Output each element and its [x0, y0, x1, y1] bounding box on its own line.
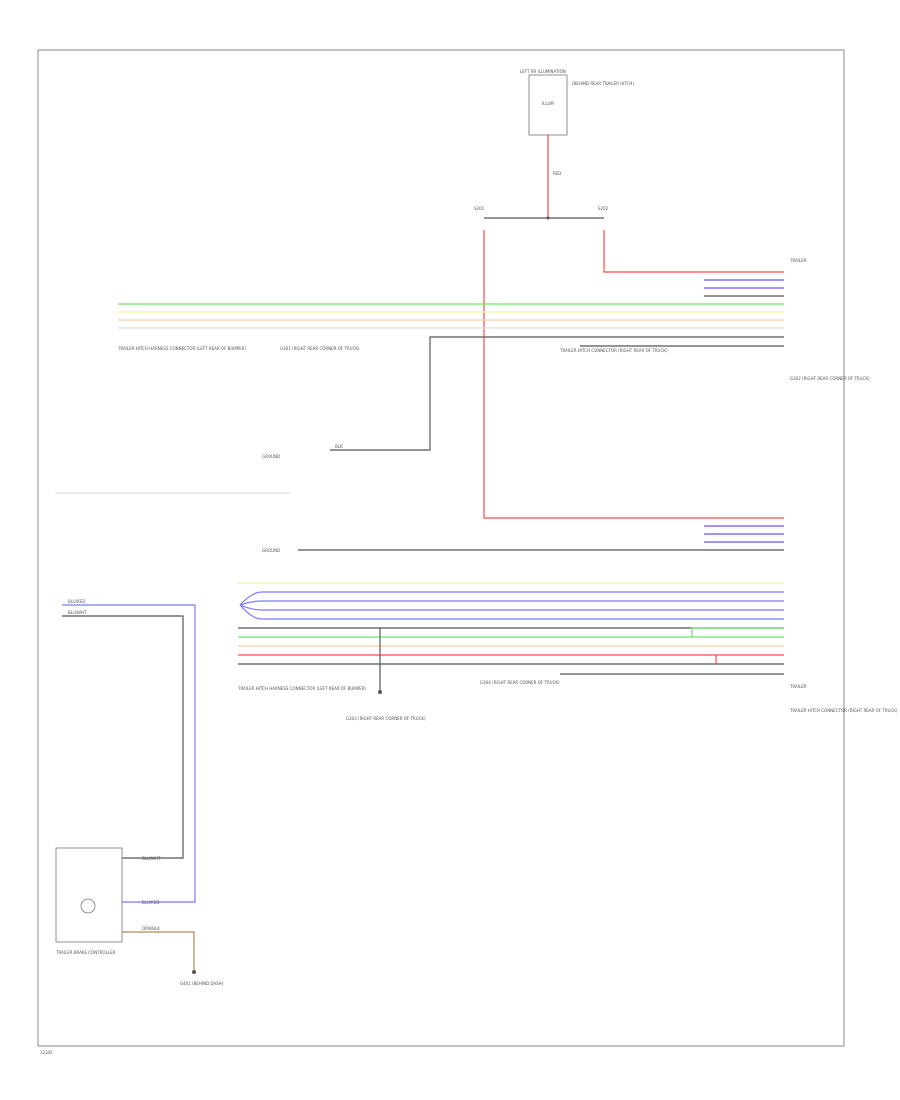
ground-lower-right: G304 (RIGHT REAR CORNER OF TRUCK)	[480, 680, 560, 685]
module-text: ILLUM	[542, 101, 554, 106]
red-wire-right	[603, 230, 784, 273]
wire-orn-blk: ORN/BLK	[142, 926, 160, 931]
orange-ground-wire	[122, 931, 195, 970]
conn-right-upper: TRAILER HITCH CONNECTOR (RIGHT REAR OF T…	[559, 348, 668, 353]
red-wire-long	[483, 230, 784, 519]
footer-code: 12345	[40, 1050, 53, 1055]
illumination-module	[528, 74, 568, 136]
left-black-lead	[62, 615, 184, 859]
ground-upper-right: G302 (RIGHT REAR CORNER OF TRUCK)	[790, 376, 870, 381]
green-jog	[691, 627, 784, 637]
left-blue-lead	[62, 604, 196, 903]
lower-right-tag: TRAILER	[789, 684, 807, 689]
wire-blu-red: BLU/RED	[68, 599, 85, 604]
controller-motor	[80, 898, 96, 914]
module-desc: (BEHIND REAR TRAILER HITCH)	[572, 81, 634, 86]
ground-left-label: GROUND	[262, 454, 280, 459]
wire-blu-red-bottom: BLU/RED	[142, 900, 159, 905]
conn-left-lower: TRAILER HITCH HARNESS CONNECTOR (LEFT RE…	[237, 686, 366, 691]
splice-dot	[546, 216, 550, 220]
brake-controller	[55, 847, 123, 943]
upper-black-wire	[330, 336, 784, 451]
splice-left-label: S201	[474, 206, 485, 211]
module-title: LEFT RR ILLUMINATION	[520, 69, 566, 74]
upper-right-tag: TRAILER	[789, 258, 807, 263]
wire-blu-wht-bottom: BLU/WHT	[142, 856, 161, 861]
diagram-frame	[37, 49, 845, 1047]
conn-right-lower: TRAILER HITCH CONNECTOR (RIGHT REAR OF T…	[789, 708, 898, 713]
bottom-ground-dot	[192, 970, 196, 974]
ground-lower-mid: G303 (RIGHT REAR CORNER OF TRUCK)	[346, 716, 426, 721]
conn-left-upper: TRAILER HITCH HARNESS CONNECTOR (LEFT RE…	[117, 346, 246, 351]
blue-fan	[239, 591, 263, 620]
wire-mid-label: RED	[553, 171, 561, 176]
ground-mid-upper: G301 (RIGHT REAR CORNER OF TRUCK)	[280, 346, 360, 351]
splice-right-label: S202	[598, 206, 609, 211]
wire-blk-label: BLK	[335, 444, 343, 449]
wire-blu-wht: BLU/WHT	[68, 610, 87, 615]
ground-mid-label: GROUND	[262, 548, 280, 553]
bottom-ground-label: G401 (BEHIND DASH)	[180, 981, 224, 986]
bottom-comp-label: TRAILER BRAKE CONTROLLER	[55, 950, 116, 955]
ground-mid-dot	[378, 690, 382, 694]
